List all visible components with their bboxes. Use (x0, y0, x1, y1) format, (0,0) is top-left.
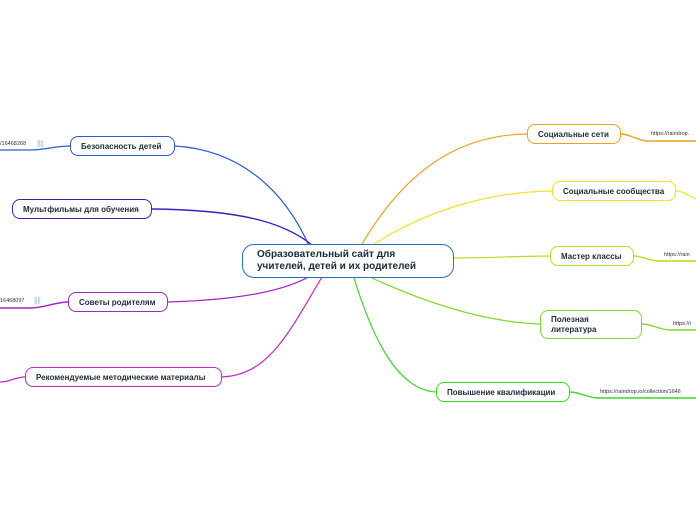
url-line-master-classes (633, 255, 696, 262)
url-qualification[interactable]: https://raindrop.io/collection/1646 (600, 389, 681, 395)
connector-safety (174, 145, 311, 249)
link-icon-parents[interactable]: ⛓ (33, 298, 42, 305)
url-line-qualification (569, 391, 696, 399)
topic-parents-label: Советы родителям (79, 297, 156, 307)
url-master-classes[interactable]: https://rain (664, 252, 690, 258)
topic-social-networks[interactable]: Социальные сети (527, 124, 621, 144)
url-line-literature (641, 323, 696, 331)
url-line-methods (0, 376, 26, 383)
topic-methods-label: Рекомендуемые методические материалы (36, 372, 206, 382)
topic-cartoons-label: Мультфильмы для обучения (23, 204, 139, 214)
url-line-social-communities (675, 190, 696, 200)
topic-cartoons[interactable]: Мультфильмы для обучения (12, 199, 152, 219)
central-topic-label: Образовательный сайт для учителей, детей… (257, 249, 417, 272)
central-topic[interactable]: Образовательный сайт для учителей, детей… (242, 244, 454, 278)
url-line-social-networks (620, 133, 696, 142)
link-icon-safety[interactable]: ⛓ (36, 141, 45, 148)
topic-qualification-label: Повышение квалификации (447, 387, 556, 397)
topic-safety-label: Безопасность детей (81, 141, 162, 151)
url-line-parents (0, 301, 69, 309)
topic-master-classes[interactable]: Мастер классы (550, 246, 634, 266)
topic-qualification[interactable]: Повышение квалификации (436, 382, 570, 402)
url-line-safety (0, 145, 71, 151)
connector-methods (221, 276, 323, 378)
connector-social-communities (373, 190, 553, 245)
url-literature[interactable]: https://r (673, 321, 692, 327)
topic-parents[interactable]: Советы родителям (68, 292, 168, 312)
connector-parents (167, 272, 316, 303)
topic-social-communities[interactable]: Социальные сообщества (552, 181, 676, 201)
topic-methods[interactable]: Рекомендуемые методические материалы (25, 367, 222, 387)
topic-safety[interactable]: Безопасность детей (70, 136, 175, 156)
topic-literature[interactable]: Полезная литература (540, 310, 642, 339)
connector-qualification (353, 277, 437, 393)
topic-social-networks-label: Социальные сети (538, 129, 609, 139)
connector-master-classes (453, 255, 551, 259)
connector-cartoons (151, 208, 319, 251)
topic-social-communities-label: Социальные сообщества (563, 186, 665, 196)
url-safety[interactable]: /16468268 (0, 141, 26, 147)
url-social-networks[interactable]: https://raindrop. (651, 131, 690, 137)
topic-literature-label: Полезная литература (551, 314, 597, 334)
connector-social-networks (361, 133, 528, 245)
connector-literature (371, 277, 541, 325)
topic-master-classes-label: Мастер классы (561, 251, 622, 261)
url-parents[interactable]: 16468097 (0, 298, 25, 304)
